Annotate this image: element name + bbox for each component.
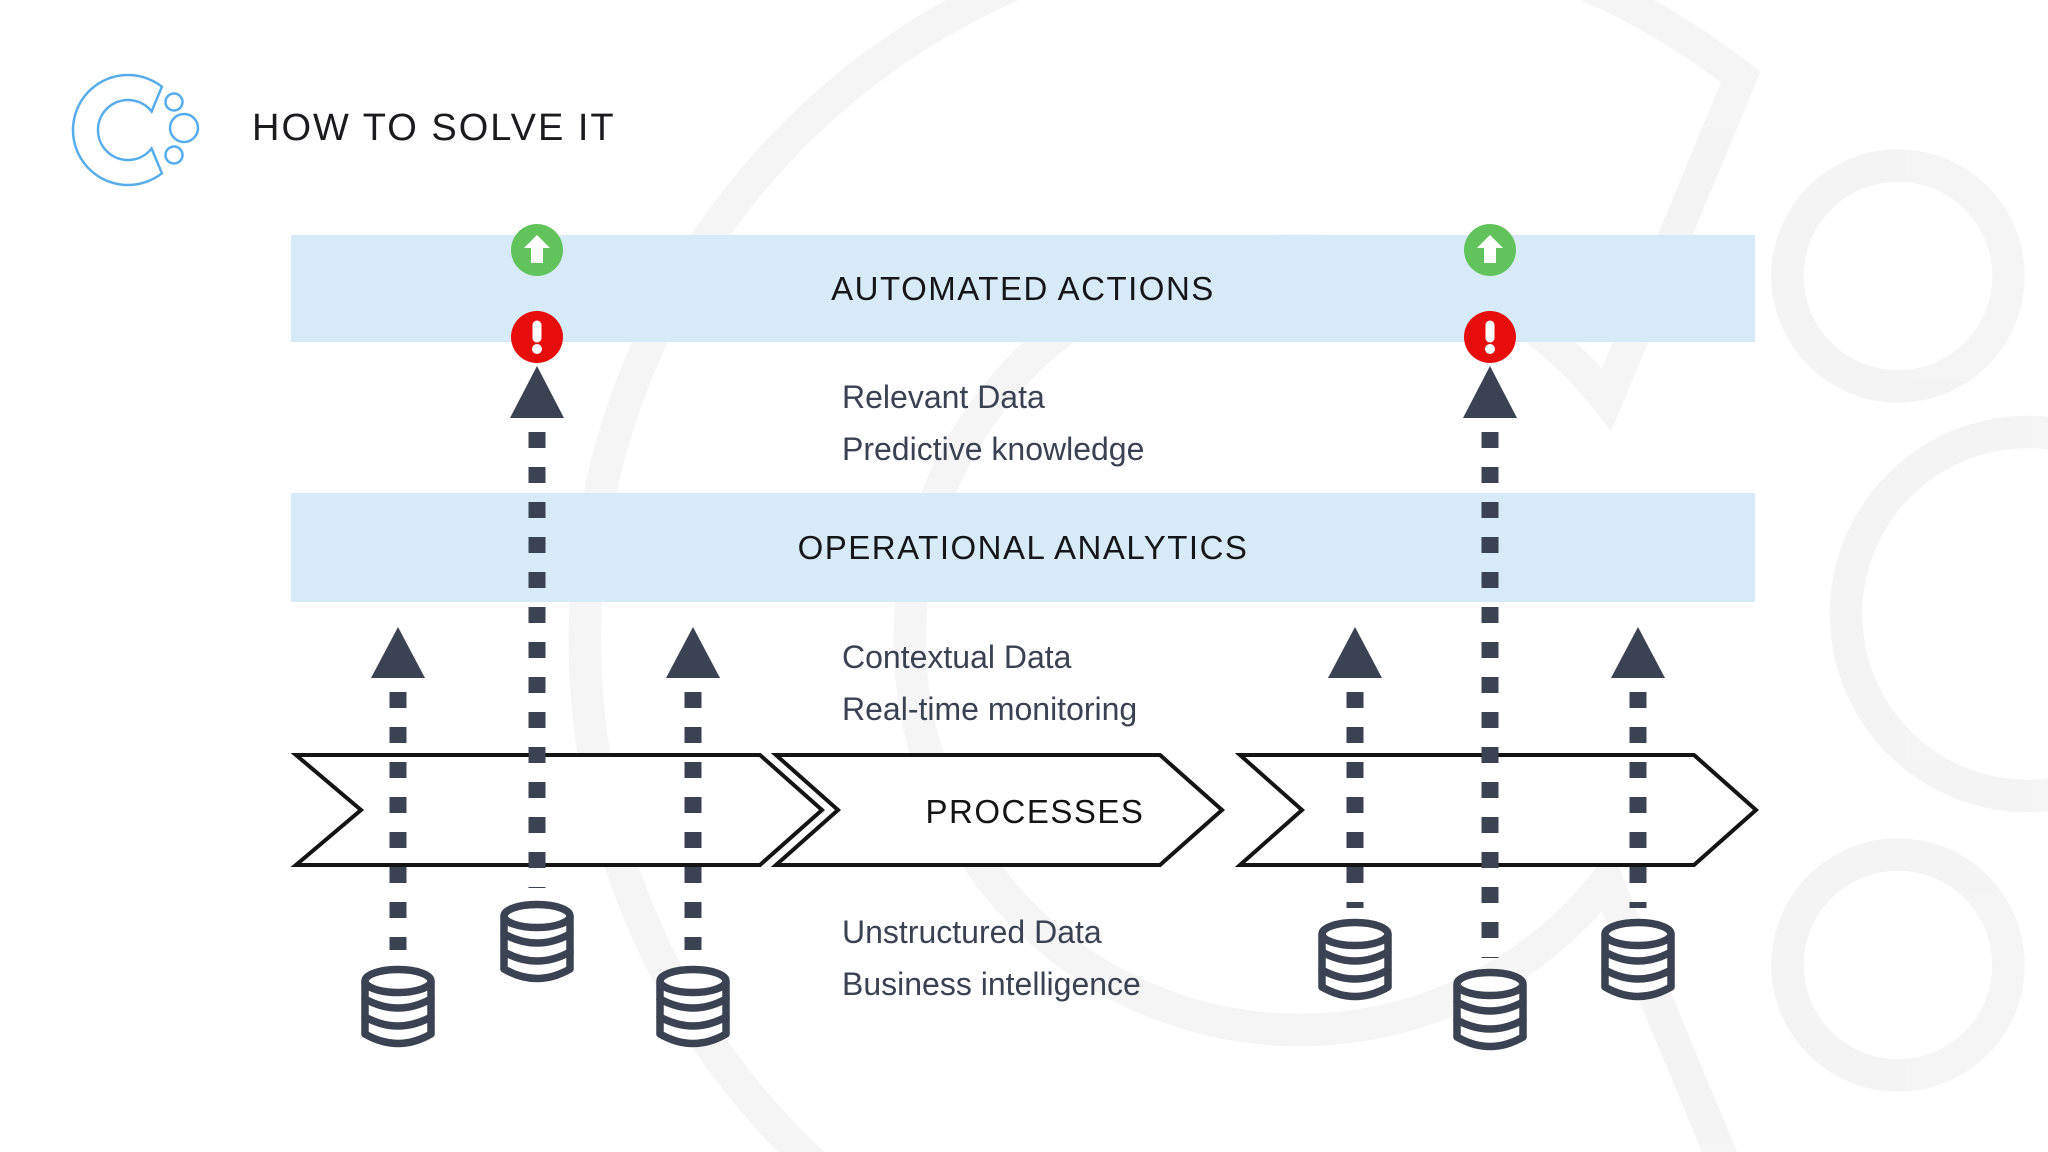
arrowhead-icon [371,627,425,678]
arrowhead-icon [510,366,564,418]
layer-automated-actions: AUTOMATED ACTIONS [291,235,1755,342]
annotation-line: Relevant Data [842,379,1045,415]
annotation-relevant-data: Relevant Data Predictive knowledge [842,371,1144,475]
database-icon [1322,923,1388,997]
layer-processes-label: PROCESSES [925,793,1145,830]
annotation-line: Predictive knowledge [842,431,1145,467]
layer-operational-analytics: OPERATIONAL ANALYTICS [291,493,1755,602]
annotation-line: Contextual Data [842,639,1072,675]
annotation-line: Real-time monitoring [842,691,1138,727]
annotation-line: Unstructured Data [842,914,1102,950]
arrowhead-icon [1463,366,1517,418]
process-chevron-segment [290,753,826,867]
arrowhead-icon [666,627,720,678]
annotation-line: Business intelligence [842,966,1141,1002]
layer-operational-analytics-label: OPERATIONAL ANALYTICS [797,528,1249,566]
annotation-unstructured-data: Unstructured Data Business intelligence [842,906,1141,1010]
annotation-contextual-data: Contextual Data Real-time monitoring [842,631,1137,735]
process-chevron-segment [1234,753,1760,867]
crescent-c-logo-icon [71,73,200,187]
page-title: HOW TO SOLVE IT [252,107,616,149]
arrowhead-icon [1328,627,1382,678]
arrowhead-icon [1611,627,1665,678]
database-icon [1457,973,1523,1047]
database-icon [1605,923,1671,997]
database-icon [660,970,726,1044]
database-icon [365,970,431,1044]
layer-automated-actions-label: AUTOMATED ACTIONS [831,269,1215,307]
database-icon [504,905,570,979]
